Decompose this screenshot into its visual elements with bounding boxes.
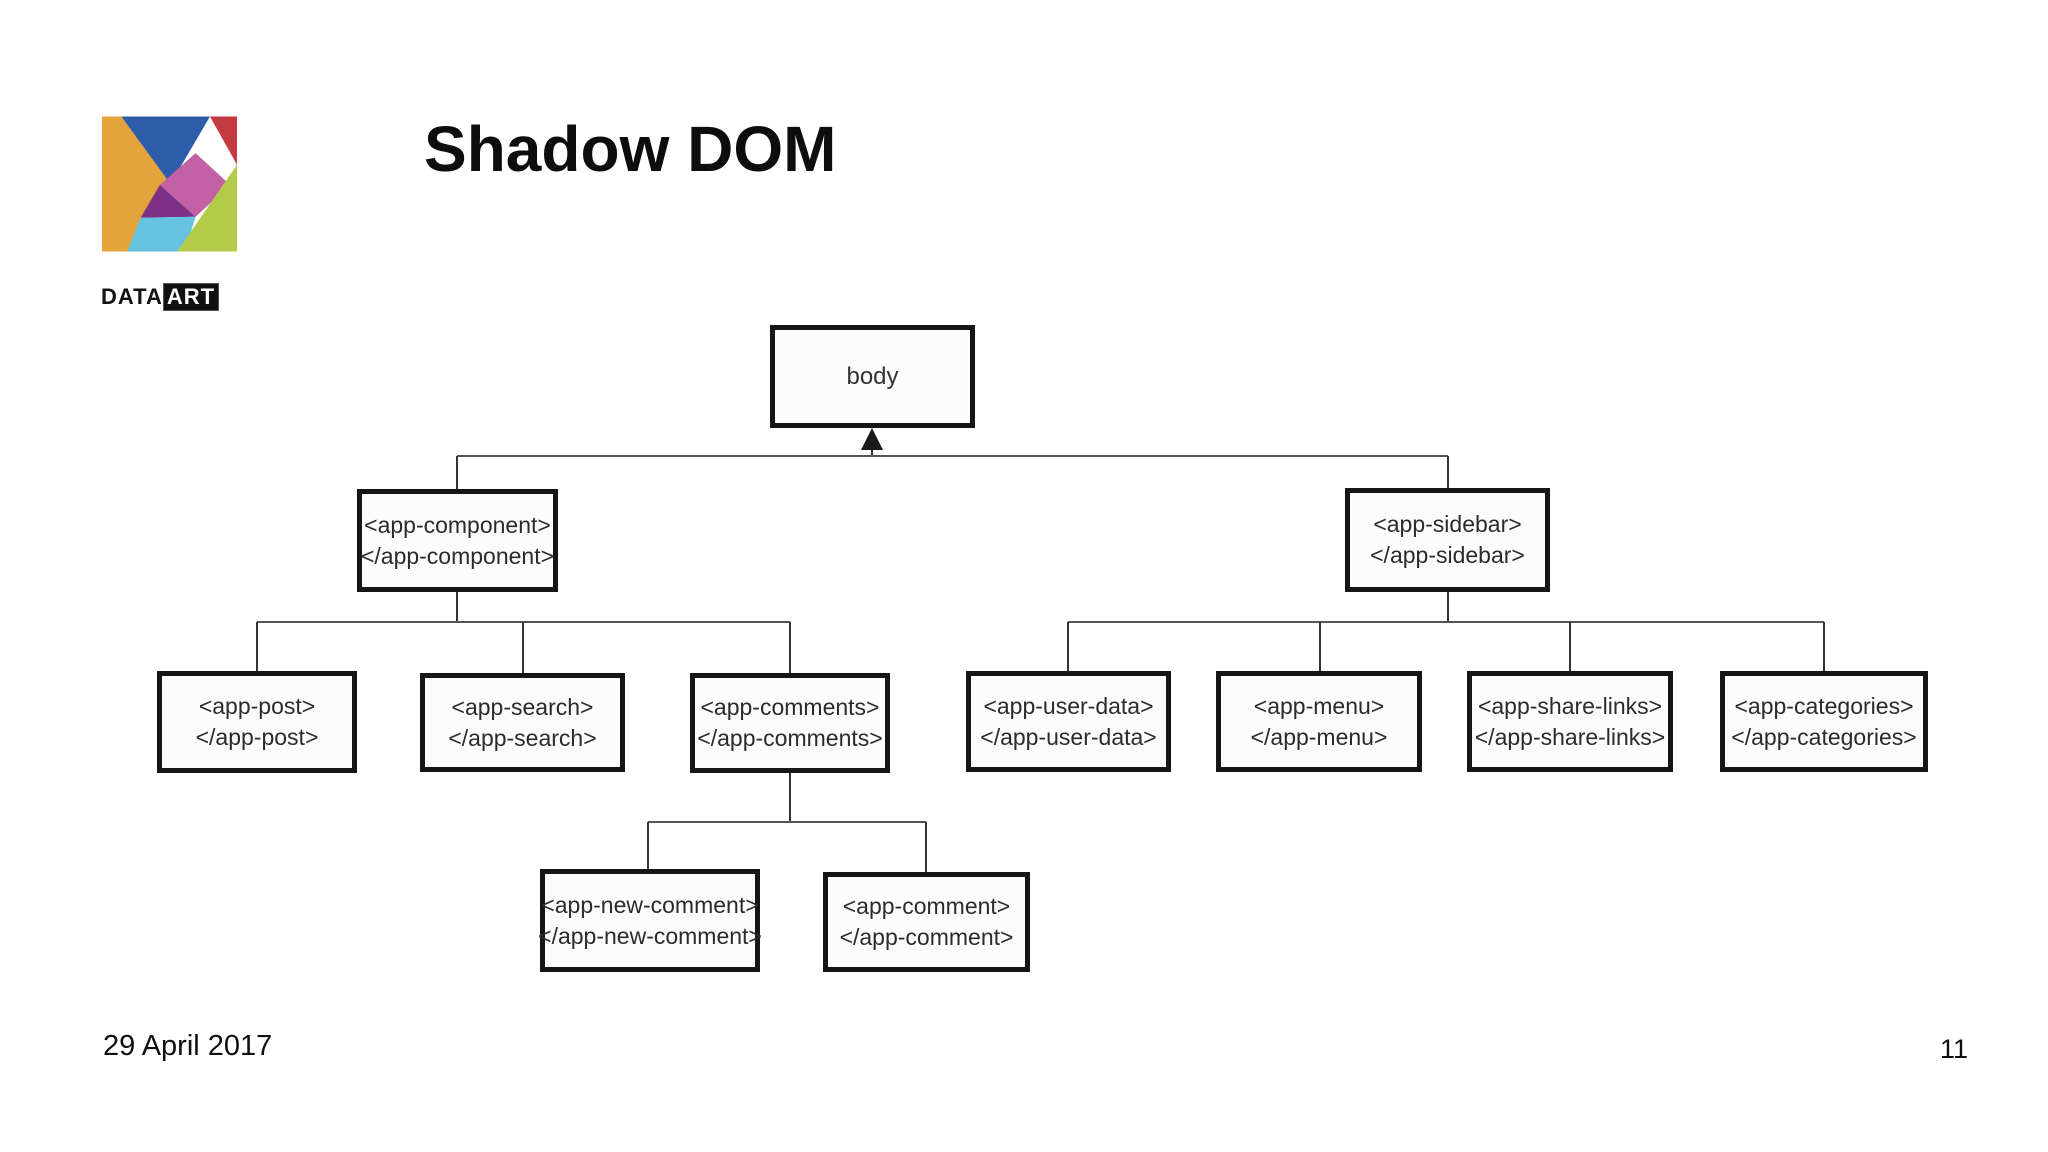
node-app-categories: <app-categories> </app-categories> (1720, 671, 1928, 772)
node-label-close: </app-sidebar> (1370, 542, 1525, 568)
node-label-open: <app-comment> (842, 893, 1011, 919)
node-label-open: <app-categories> (1734, 692, 1914, 719)
node-label-open: <app-share-links> (1477, 692, 1663, 719)
node-app-comment: <app-comment> </app-comment> (823, 872, 1030, 972)
logo-red-triangle (210, 116, 237, 165)
node-app-user-data: <app-user-data> </app-user-data> (966, 671, 1171, 772)
node-label-close: </app-share-links> (1474, 723, 1666, 750)
node-label-open: <app-comments> (700, 694, 880, 720)
node-app-menu: <app-menu> </app-menu> (1216, 671, 1422, 772)
node-label-open: <app-new-comment> (541, 891, 759, 918)
dataart-logo (102, 116, 237, 252)
page-title: Shadow DOM (424, 113, 837, 185)
node-label-close: </app-categories> (1731, 723, 1917, 750)
logo-green-triangle (177, 164, 237, 252)
node-label-close: </app-menu> (1250, 723, 1388, 750)
node-label-close: </app-component> (360, 542, 555, 569)
node-label-close: </app-new-comment> (538, 922, 762, 949)
node-label-close: </app-user-data> (980, 723, 1157, 750)
node-label-open: <app-post> (198, 693, 316, 719)
node-label-open: <app-user-data> (983, 692, 1154, 719)
page-number: 11 (1939, 1034, 1968, 1064)
node-app-sidebar: <app-sidebar> </app-sidebar> (1345, 488, 1550, 592)
node-label-open: <app-component> (364, 511, 551, 538)
logo-orange-triangle (102, 116, 171, 252)
wordmark-art: ART (163, 284, 219, 310)
node-app-component: <app-component> </app-component> (357, 489, 558, 592)
node-label-close: </app-post> (195, 724, 319, 750)
node-app-new-comment: <app-new-comment> </app-new-comment> (538, 869, 762, 972)
logo-lightblue-shape (127, 216, 196, 252)
node-label-open: <app-sidebar> (1373, 511, 1522, 537)
node-label-open: <app-menu> (1253, 692, 1385, 719)
node-app-comments: <app-comments> </app-comments> (690, 673, 890, 773)
logo-purple-triangle (140, 184, 196, 218)
node-app-search: <app-search> </app-search> (420, 673, 625, 772)
logo-blue-triangle (121, 116, 210, 184)
node-app-share-links: <app-share-links> </app-share-links> (1467, 671, 1673, 772)
wordmark-data: DATA (101, 284, 163, 309)
footer-date: 29 April 2017 (103, 1030, 273, 1062)
node-label: body (846, 363, 899, 390)
node-body: body (770, 325, 975, 428)
node-label-close: </app-comments> (697, 725, 883, 751)
node-app-post: <app-post> </app-post> (157, 671, 357, 773)
node-label-open: <app-search> (451, 693, 594, 720)
arrow-up-icon (861, 428, 883, 450)
node-label-close: </app-comment> (839, 924, 1014, 950)
node-label-close: </app-search> (448, 724, 597, 751)
